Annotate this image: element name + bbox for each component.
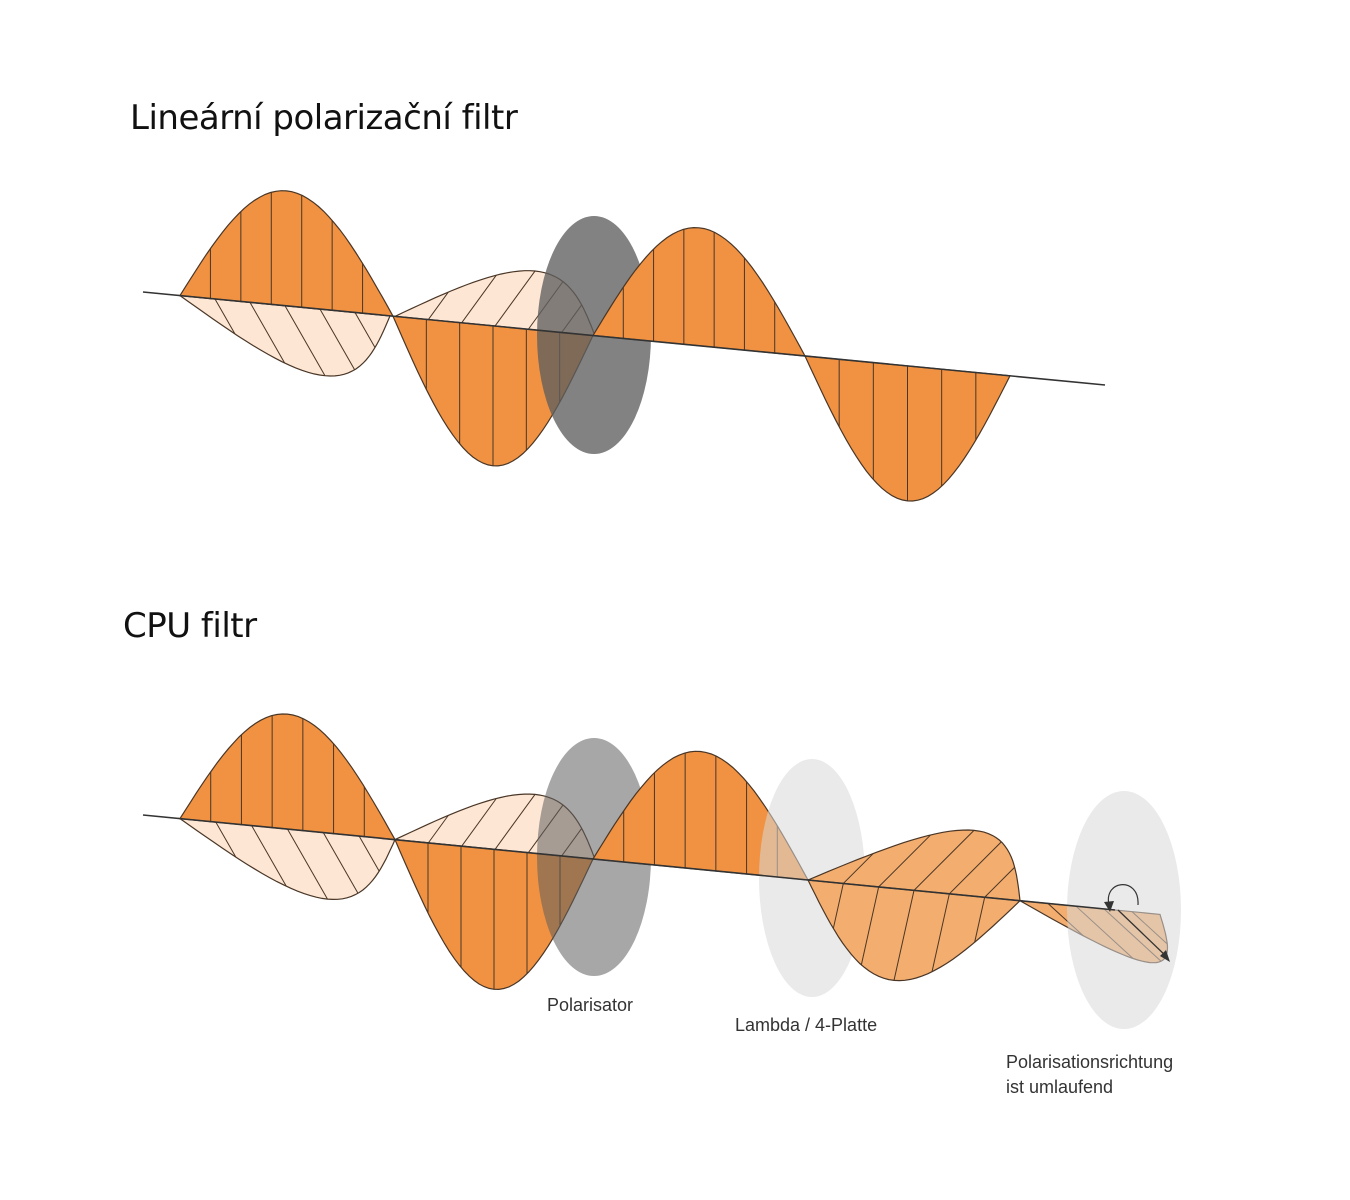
cpu-filter-diagram	[142, 713, 1181, 1029]
linear-polarizer-diagram	[142, 190, 1106, 502]
horizontal-wave-lobe-hatch	[461, 274, 497, 324]
horizontal-wave-lobe-hatch	[215, 821, 237, 858]
rotating-wave-lobe-hatch	[913, 830, 975, 891]
rotating-wave-lobe-hatch	[860, 886, 880, 965]
horizontal-wave-lobe-hatch	[494, 270, 536, 327]
horizontal-wave-lobe	[177, 294, 391, 377]
vertical-wave-lobe	[178, 713, 397, 841]
horizontal-wave-lobe-hatch	[287, 828, 328, 900]
horizontal-wave-lobe-hatch	[427, 815, 449, 844]
field-vector-line	[1117, 909, 1169, 959]
horizontal-wave-lobe-hatch	[322, 832, 359, 894]
polarization-direction-label: Polarisationsrichtung ist umlaufend	[1006, 1050, 1173, 1100]
horizontal-wave-lobe-hatch	[319, 308, 356, 370]
rotating-wave-lobe-hatch	[878, 834, 931, 888]
rotating-wave-lobe-hatch	[974, 897, 986, 943]
title-cpu-filter: CPU filtr	[123, 606, 257, 646]
rotating-wave-lobe-hatch	[931, 893, 950, 972]
horizontal-wave-lobe-hatch	[284, 305, 326, 376]
polarization-direction-line1: Polarisationsrichtung	[1006, 1052, 1174, 1072]
polarizer-label: Polarisator	[547, 995, 634, 1015]
rotating-wave-lobe-hatch	[984, 866, 1016, 898]
rotating-wave-lobe-hatch	[893, 890, 915, 981]
propagation-axis	[142, 291, 1106, 386]
rotating-wave-lobe	[806, 879, 1022, 982]
rotating-wave-lobe-hatch	[948, 841, 1002, 895]
horizontal-wave-lobe-hatch	[358, 835, 380, 872]
horizontal-wave-lobe-hatch	[354, 312, 376, 348]
horizontal-wave-lobe-hatch	[251, 825, 287, 887]
rotation-arc	[1107, 884, 1139, 909]
vertical-wave-lobe	[591, 226, 807, 357]
rotating-wave-lobe	[807, 829, 1021, 902]
horizontal-wave-lobe-hatch	[427, 291, 449, 320]
rotating-wave-lobe-hatch	[832, 883, 844, 929]
quarter-wave-plate-label: Lambda / 4-Platte	[735, 1015, 878, 1035]
title-linear-polarizer: Lineární polarizační filtr	[130, 98, 518, 138]
field-vector-arrowhead	[1160, 950, 1170, 962]
polarization-direction-line2: ist umlaufend	[1006, 1077, 1114, 1097]
rotating-wave-lobe-hatch	[842, 853, 874, 884]
horizontal-wave-lobe-hatch	[461, 798, 497, 847]
vertical-wave-lobe	[178, 190, 395, 317]
horizontal-wave-lobe-hatch	[494, 794, 536, 850]
horizontal-wave-lobe-hatch	[249, 302, 286, 364]
output-plane-disc	[1067, 791, 1181, 1029]
propagation-axis	[142, 814, 1116, 911]
rotation-arrowhead	[1104, 901, 1114, 912]
horizontal-wave-lobe-hatch	[214, 298, 236, 335]
horizontal-wave-lobe	[177, 817, 396, 901]
